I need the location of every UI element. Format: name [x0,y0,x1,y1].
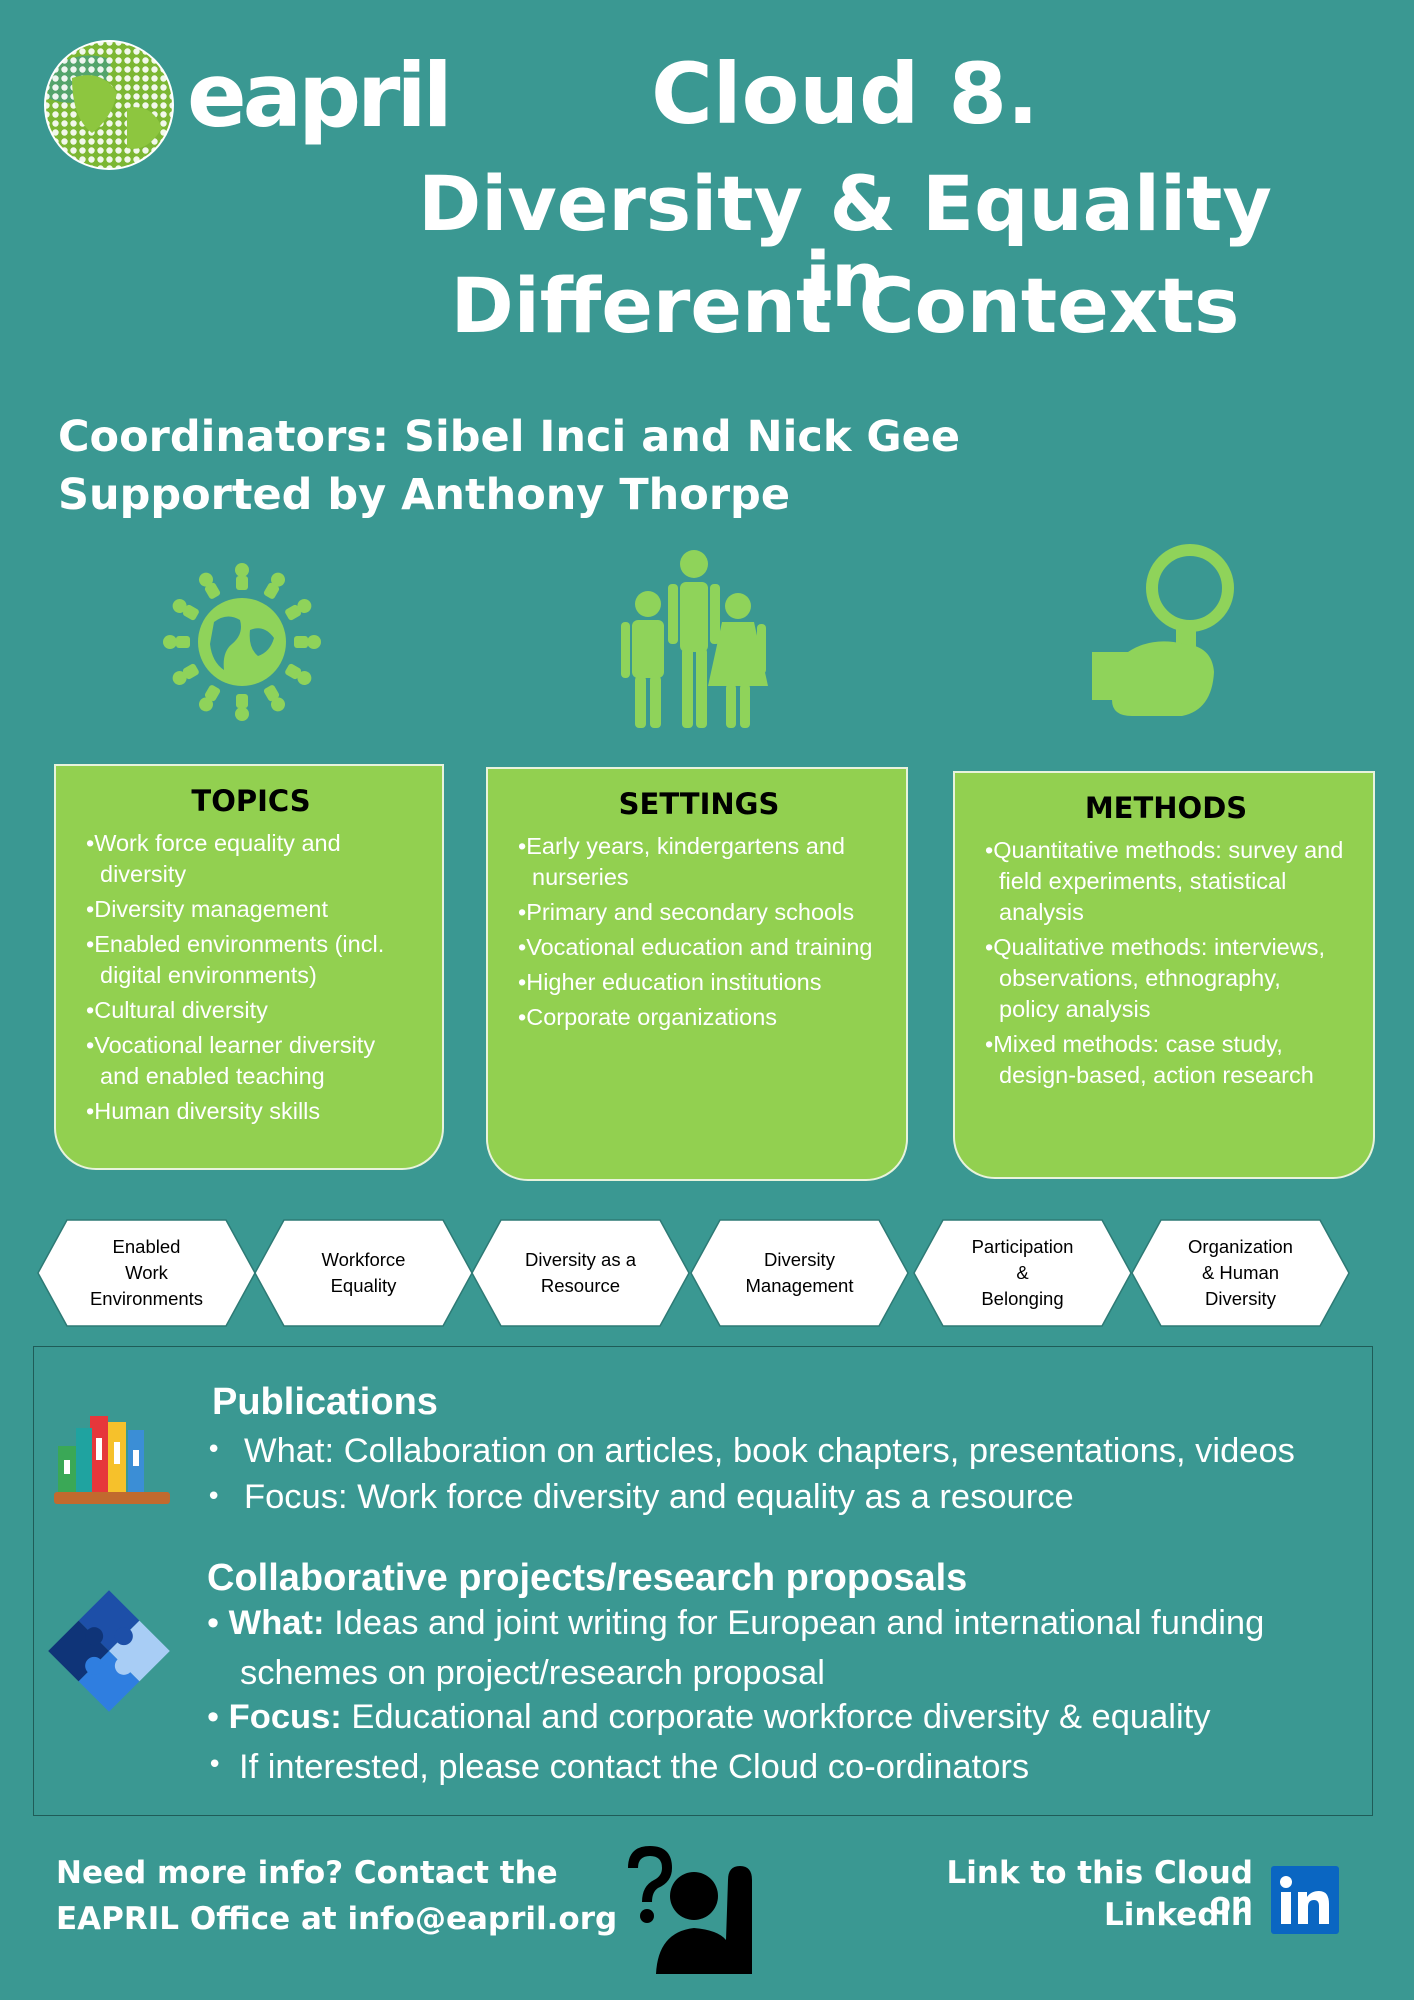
list-item: Mixed methods: case study, design-based,… [985,1029,1347,1091]
theme-hexagon: Organization & Human Diversity [1131,1219,1350,1327]
page-title-line1: Cloud 8. [651,45,1039,143]
magnifier-hand-icon [1092,544,1234,716]
page-title-line3: Different Contexts [450,261,1240,350]
settings-card: SETTINGS Early years, kindergartens and … [486,767,908,1181]
coordinators: Coordinators: Sibel Inci and Nick Gee [58,412,961,462]
list-item: Qualitative methods: interviews, observa… [985,932,1347,1025]
projects-contact: If interested, please contact the Cloud … [239,1748,1030,1786]
list-item: Cultural diversity [86,995,416,1026]
projects-focus-text: Educational and corporate workforce dive… [351,1698,1211,1736]
bullet: • [206,1435,222,1465]
list-item: Corporate organizations [518,1002,880,1033]
list-item: Vocational education and training [518,932,880,963]
page-title-line2: Diversity & Equality in [418,159,1272,324]
list-item: Higher education institutions [518,967,880,998]
settings-list: Early years, kindergartens and nurseries… [518,831,880,1033]
footer-contact-line2[interactable]: EAPRIL Office at info@eapril.org [56,1901,618,1937]
theme-hexagon: Diversity Management [690,1219,909,1327]
linkedin-icon[interactable] [1271,1866,1339,1934]
topics-list: Work force equality and diversity Divers… [86,828,416,1127]
theme-label: Enabled Work Environments [89,1236,204,1309]
logo-text: eapril [187,44,453,147]
theme-label: Diversity Management [745,1249,854,1296]
projects-focus: • Focus: Educational and corporate workf… [207,1698,1211,1736]
list-item: Diversity management [86,894,416,925]
theme-label: Organization & Human Diversity [1188,1236,1293,1309]
footer-contact-line1: Need more info? Contact the [56,1855,558,1891]
list-item: Early years, kindergartens and nurseries [518,831,880,893]
theme-hexagon: Workforce Equality [254,1219,473,1327]
theme-hexagon: Participation & Belonging [913,1219,1132,1327]
bullet: • [207,1750,223,1780]
projects-title: Collaborative projects/research proposal… [207,1557,968,1599]
supported-by: Supported by Anthony Thorpe [58,470,790,520]
projects-focus-label: Focus: [228,1698,342,1736]
list-item: Quantitative methods: survey and field e… [985,835,1347,928]
publications-focus: Focus: Work force diversity and equality… [244,1478,1074,1516]
footer-linkedin-line1: Link to this Cloud on [946,1855,1253,1922]
theme-label: Workforce Equality [321,1249,406,1296]
info-box [33,1346,1373,1816]
theme-hexagon: Diversity as a Resource [471,1219,690,1327]
publications-what: What: Collaboration on articles, book ch… [244,1432,1295,1470]
footer-linkedin-line2[interactable]: LinkedIn [1103,1897,1253,1933]
list-item: Enabled environments (incl. digital envi… [86,929,416,991]
publications-title: Publications [212,1381,438,1423]
settings-title: SETTINGS [618,787,780,821]
puzzle-icon [48,1590,170,1712]
methods-list: Quantitative methods: survey and field e… [985,835,1347,1091]
theme-label: Diversity as a Resource [524,1249,637,1296]
topics-card: TOPICS Work force equality and diversity… [54,764,444,1170]
logo: eapril [42,38,453,173]
globe-icon [44,40,174,170]
list-item: Work force equality and diversity [86,828,416,890]
family-icon [621,550,768,728]
projects-what-text: Ideas and joint writing for European and… [334,1604,1265,1642]
list-item: Vocational learner diversity and enabled… [86,1030,416,1092]
projects-what-label: What: [228,1604,325,1642]
list-item: Primary and secondary schools [518,897,880,928]
books-icon [54,1416,170,1504]
question-person-icon [628,1846,752,1974]
world-people-icon [163,563,321,721]
theme-hexagon: Enabled Work Environments [37,1219,256,1327]
projects-what-text2: schemes on project/research proposal [240,1654,825,1692]
list-item: Human diversity skills [86,1096,416,1127]
topics-title: TOPICS [191,784,311,818]
bullet: • [206,1482,222,1512]
projects-what: • What: Ideas and joint writing for Euro… [207,1604,1265,1642]
methods-card: METHODS Quantitative methods: survey and… [953,771,1375,1179]
methods-title: METHODS [1084,791,1248,825]
theme-label: Participation & Belonging [971,1236,1074,1309]
